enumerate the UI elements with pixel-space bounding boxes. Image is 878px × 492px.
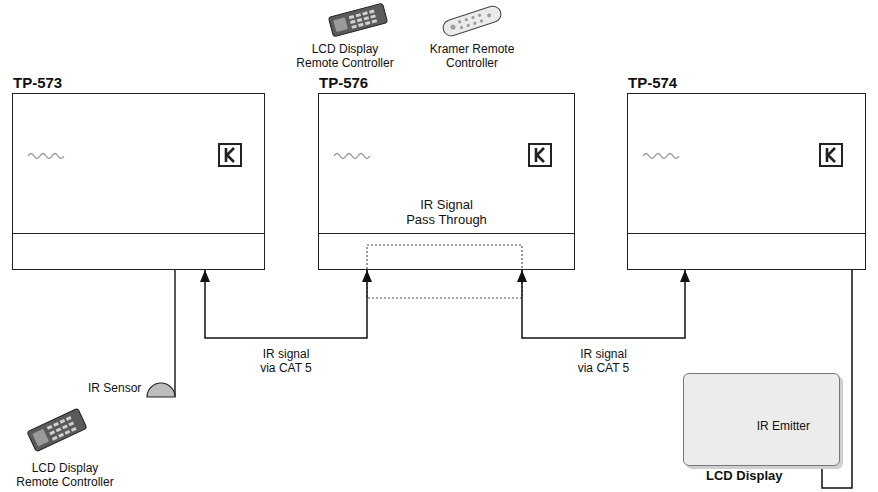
connector-label: IR signal via CAT 5 [575,347,633,375]
device-name: TP-573 [13,74,62,91]
brand-mark [333,150,377,160]
connector [517,270,690,338]
kramer-logo [218,143,242,167]
arrow-head [200,270,210,282]
remote-controller-icon [441,4,503,38]
arrow-head [680,270,690,282]
ir-sensor-symbol [147,383,175,397]
emitter-label: IR Emitter [757,419,810,433]
kramer-logo [819,143,843,167]
connector-line [522,270,685,338]
display-box: IR EmitterLCD Display [683,373,840,466]
remote-controller-icon [328,3,387,37]
kramer-logo [528,143,552,167]
panel-divider [628,233,865,234]
connector-label: IR signal via CAT 5 [257,347,315,375]
device-name: TP-574 [628,74,677,91]
device-name: TP-576 [319,74,368,91]
remote-label: LCD Display Remote Controller [13,461,117,489]
device-box: TP-574 [627,93,866,270]
remote-controller-icon [27,408,87,452]
sensor-label: IR Sensor [88,381,141,395]
device-box: TP-576IR Signal Pass Through [318,93,575,270]
sensor-wire [174,270,176,397]
arrow-head [362,270,372,282]
connector [200,270,372,338]
display-name: LCD Display [706,468,783,483]
connector-line [205,270,367,338]
brand-mark [27,150,71,160]
panel-divider [319,233,574,234]
arrow-head [517,270,527,282]
device-box: TP-573 [12,93,265,270]
remote-label: Kramer Remote Controller [420,42,524,70]
panel-divider [13,233,264,234]
brand-mark [642,150,686,160]
pass-through-note: IR Signal Pass Through [405,197,488,227]
pass-through-bracket [367,245,522,298]
remote-label: LCD Display Remote Controller [293,42,397,70]
